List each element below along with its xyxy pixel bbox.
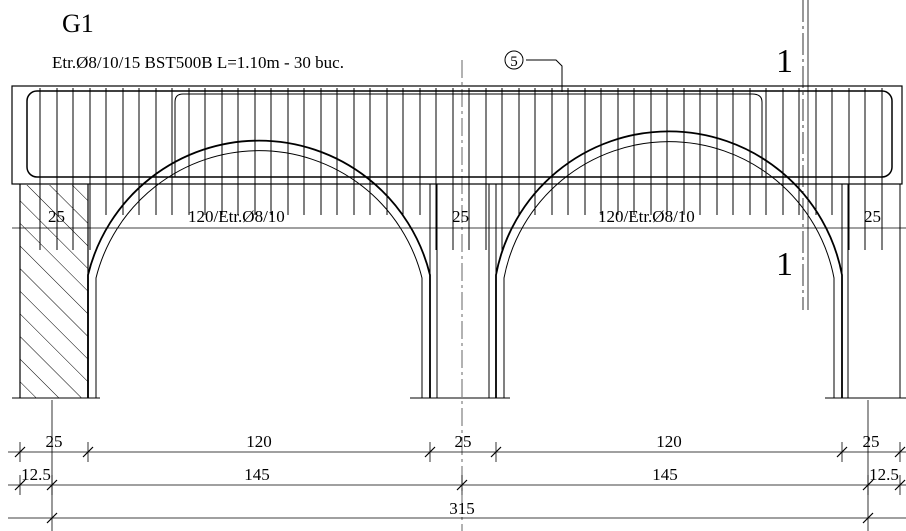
position-mark: 5 — [510, 54, 518, 70]
dimension-row2-label: 145 — [652, 465, 678, 484]
beam-outline — [11, 85, 903, 185]
section-mark-top: 1 — [776, 43, 793, 80]
dimension-row1-label: 25 — [455, 432, 472, 451]
dimension-row1-label: 120 — [246, 432, 272, 451]
arches — [87, 130, 843, 398]
label-arch-left: 120/Etr.Ø8/10 — [188, 207, 285, 226]
drawing-title: G1 — [62, 9, 94, 38]
dimension-row1-label: 25 — [46, 432, 63, 451]
hatched-pier-left — [20, 185, 88, 398]
axis-lines — [12, 0, 906, 531]
section-mark-bottom: 1 — [776, 246, 793, 283]
label-pier-right: 25 — [864, 207, 881, 226]
position-mark-circle — [504, 50, 524, 70]
piers — [12, 184, 906, 399]
label-arch-right: 120/Etr.Ø8/10 — [598, 207, 695, 226]
stirrup-note: Etr.Ø8/10/15 BST500B L=1.10m - 30 buc. — [52, 53, 344, 72]
dimension-labels: 25 120 25 120 25 12.5 145 145 12.5 315 — [21, 432, 899, 518]
label-pier-middle: 25 — [452, 207, 469, 226]
position-mark-leader — [526, 59, 563, 92]
dimension-row1-label: 25 — [863, 432, 880, 451]
dimension-total-label: 315 — [449, 499, 475, 518]
label-pier-left: 25 — [48, 207, 65, 226]
stirrups-group — [39, 88, 883, 250]
dimension-row2-label: 12.5 — [869, 465, 899, 484]
dimension-row2-label: 12.5 — [21, 465, 51, 484]
dimension-lines — [8, 400, 906, 531]
dimension-row2-label: 145 — [244, 465, 270, 484]
dimension-row1-label: 120 — [656, 432, 682, 451]
